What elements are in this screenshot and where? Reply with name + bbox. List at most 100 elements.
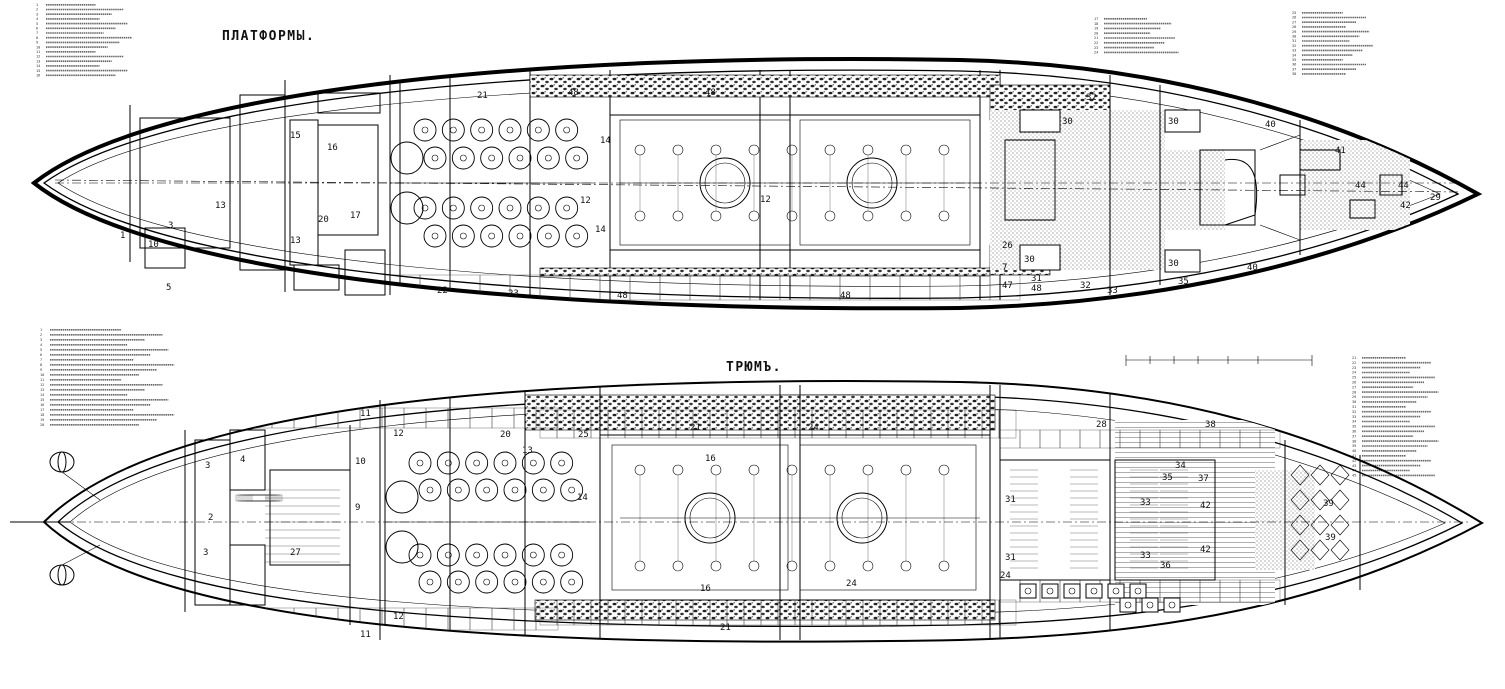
legend-entry-number: 31	[1352, 405, 1356, 409]
compartment-label: 28	[1096, 420, 1107, 430]
legend-entry-number: 35	[1352, 425, 1356, 429]
legend-entry-number: 8	[40, 363, 42, 367]
compartment-label: 33	[1140, 498, 1151, 508]
compartment-label: 42	[1200, 501, 1211, 511]
compartment-label: 11	[360, 409, 371, 419]
platforms-engine-room	[609, 114, 981, 251]
compartment-label: 13	[522, 446, 533, 456]
legend-entry-number: 16	[40, 403, 44, 407]
legend-entry-number: 30	[1352, 400, 1356, 404]
legend-entry-number: 24	[1094, 51, 1098, 55]
legend-entry-number: 40	[1352, 449, 1356, 453]
legend-entry-number: 2	[36, 8, 38, 12]
legend-entry-number: 24	[1352, 371, 1356, 375]
compartment-label: 23	[508, 289, 519, 299]
legend-entry-number: 1	[36, 3, 38, 7]
hold-bow-compartments	[999, 440, 1361, 613]
compartment-label: 47	[1002, 281, 1013, 291]
legend-entry-number: 35	[1292, 58, 1296, 62]
compartment-label: 37	[1198, 474, 1209, 484]
platforms-stern-compartments	[1004, 75, 1403, 295]
compartment-label: 10	[148, 240, 159, 250]
legend-entry-number: 14	[36, 64, 40, 68]
compartment-label: 12	[393, 429, 404, 439]
compartment-label: 48	[617, 291, 628, 301]
legend-entry-number: 43	[1352, 464, 1356, 468]
compartment-label: 24	[1000, 571, 1011, 581]
platforms-title: ПЛАТФОРМЫ.	[222, 29, 315, 44]
legend-entry-number: 18	[1094, 22, 1098, 26]
legend-entry-number: 22	[1094, 41, 1098, 45]
legend-entry-number: 6	[40, 353, 42, 357]
compartment-label: 3	[205, 461, 210, 471]
compartment-label: 10	[355, 457, 366, 467]
hold-title: ТРЮМЪ.	[726, 360, 782, 375]
legend-entry-number: 3	[40, 338, 42, 342]
legend-entry-number: 2	[40, 333, 42, 337]
compartment-label: 25	[578, 430, 589, 440]
compartment-label: 48	[1031, 284, 1042, 294]
legend-entry-number: 25	[1352, 376, 1356, 380]
compartment-label: 17	[350, 211, 361, 221]
legend-entry-number: 33	[1292, 49, 1296, 53]
compartment-label: 33	[1140, 551, 1151, 561]
compartment-label: 13	[290, 236, 301, 246]
compartment-label: 14	[595, 225, 606, 235]
legend-entry-number: 5	[36, 22, 38, 26]
legend-entry-number: 20	[1094, 31, 1098, 35]
legend-entry-number: 3	[36, 12, 38, 16]
compartment-label: 13	[215, 201, 226, 211]
compartment-label: 31	[1005, 495, 1016, 505]
compartment-label: 7	[1002, 263, 1007, 273]
legend-entry-number: 29	[1292, 30, 1296, 34]
compartment-label: 44	[1398, 181, 1409, 191]
legend-entry-number: 5	[40, 348, 42, 352]
compartment-label: 14	[577, 493, 588, 503]
hold-stern-compartments	[184, 400, 381, 640]
legend-entry-number: 12	[40, 383, 44, 387]
compartment-label: 31	[1031, 274, 1042, 284]
compartment-label: 20	[318, 215, 329, 225]
legend-entry-number: 13	[36, 59, 40, 63]
compartment-label: 32	[1086, 93, 1097, 103]
compartment-label: 11	[360, 630, 371, 640]
hold-deck-plan: 4323910111112121314161621212424282427313…	[10, 380, 1485, 643]
compartment-label: 27	[290, 548, 301, 558]
legend-entry-number: 13	[40, 388, 44, 392]
legend-entry-number: 29	[1352, 395, 1356, 399]
compartment-label: 33	[1107, 286, 1118, 296]
legend-entry-number: 15	[36, 69, 40, 73]
legend-entry-number: 32	[1292, 44, 1296, 48]
compartment-label: 42	[1400, 201, 1411, 211]
compartment-label: 40	[1247, 263, 1258, 273]
compartment-label: 12	[393, 612, 404, 622]
compartment-label: 24	[808, 423, 819, 433]
legend-entry-number: 10	[40, 373, 44, 377]
legend-entry-number: 28	[1352, 390, 1356, 394]
legend-entry-number: 21	[1094, 36, 1098, 40]
compartment-label: 21	[690, 423, 701, 433]
compartment-label: 31	[1005, 553, 1016, 563]
legend-entry-number: 37	[1292, 67, 1296, 71]
legend-entry-number: 19	[40, 418, 44, 422]
compartment-label: 48	[840, 291, 851, 301]
hold-engine-room	[599, 434, 991, 601]
compartment-label: 22	[437, 286, 448, 296]
compartment-label: 35	[1162, 473, 1173, 483]
compartment-label: 48	[705, 88, 716, 98]
compartment-label: 21	[477, 91, 488, 101]
propeller-assembly	[10, 451, 101, 586]
legend-entry-number: 14	[40, 393, 44, 397]
legend-entry-number: 18	[40, 413, 44, 417]
legend-entry-number: 28	[1292, 25, 1296, 29]
compartment-label: 16	[327, 143, 338, 153]
legend-entry-number: 26	[1352, 381, 1356, 385]
compartment-label: 9	[355, 503, 360, 513]
legend-entry-number: 34	[1292, 53, 1296, 57]
compartment-label: 42	[1200, 545, 1211, 555]
legend-entry-number: 27	[1292, 20, 1296, 24]
